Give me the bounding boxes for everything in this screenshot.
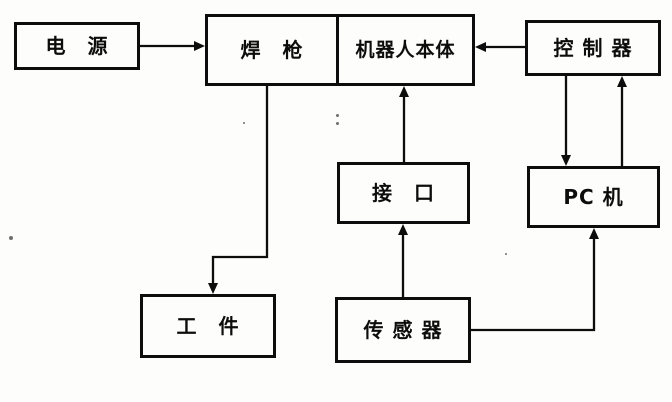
node-robot-body-label: 机器人本体 [355,38,456,61]
node-robot-body: 机器人本体 [336,14,475,86]
arrowhead-torch-to-workpiece [208,283,218,294]
arrowhead-pc-to-controller [617,76,627,87]
arrowhead-interface-to-robot [399,86,409,97]
node-pc: PC 机 [527,166,660,228]
node-interface-label: 接 口 [372,181,435,205]
node-workpiece-label: 工 件 [176,314,240,338]
arrowhead-sensor-to-interface [398,224,408,235]
node-power-supply: 电 源 [14,22,140,70]
arrowhead-sensor-to-pc [589,228,599,239]
arrowhead-controller-to-pc [561,155,571,166]
scan-speckle [9,236,13,240]
scan-speckle [336,114,339,117]
scan-speckle [505,253,507,255]
node-welding-torch: 焊 枪 [205,14,339,86]
node-workpiece: 工 件 [140,294,276,358]
node-interface: 接 口 [337,162,470,224]
scan-speckle [336,122,339,125]
arrowhead-power-to-torch [194,41,205,51]
node-sensor: 传 感 器 [335,297,471,363]
node-power-supply-label: 电 源 [45,34,109,58]
node-controller: 控 制 器 [525,20,661,76]
node-pc-label: PC 机 [563,185,624,209]
node-controller-label: 控 制 器 [553,36,633,60]
arrowhead-controller-to-robot [475,42,486,52]
edge-sensor-to-pc [471,234,596,332]
node-sensor-label: 传 感 器 [363,318,443,342]
scan-speckle [243,122,245,124]
node-welding-torch-label: 焊 枪 [240,38,304,62]
edge-torch-to-workpiece [211,86,269,289]
